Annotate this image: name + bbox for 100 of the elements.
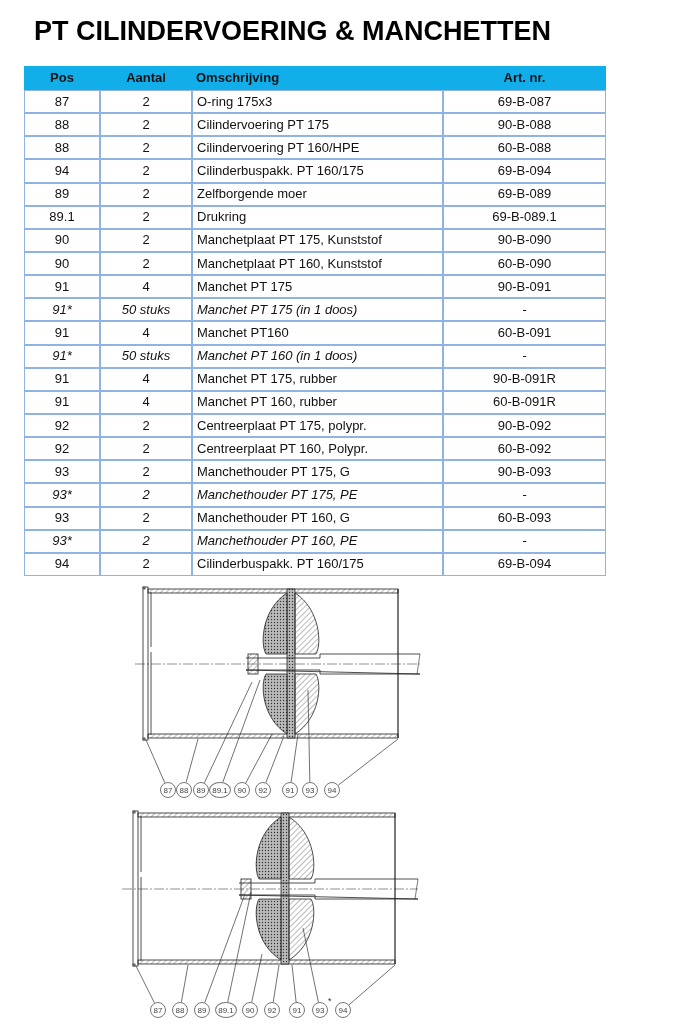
table-cell: Manchet PT 175, rubber <box>192 367 443 391</box>
table-cell: Zelfborgende moer <box>192 182 443 206</box>
leader-line <box>302 927 319 1003</box>
table-cell: 93 <box>24 506 100 530</box>
table-cell: 2 <box>100 182 192 206</box>
table-cell: 92 <box>24 437 100 461</box>
table-cell: 93 <box>24 460 100 484</box>
table-cell: 50 stuks <box>100 344 192 368</box>
table-cell: Manchethouder PT 160, G <box>192 506 443 530</box>
table-cell: 4 <box>100 367 192 391</box>
table-cell: 2 <box>100 136 192 160</box>
table-cell: 69-B-094 <box>443 552 606 576</box>
table-cell: 94 <box>24 159 100 183</box>
table-cell: Cilindervoering PT 160/HPE <box>192 136 443 160</box>
table-cell: Manchetplaat PT 175, Kunststof <box>192 228 443 252</box>
table-cell: 93* <box>24 529 100 553</box>
table-cell: - <box>443 529 606 553</box>
leader-line <box>222 679 261 783</box>
table-cell: Manchet PT 160 (in 1 doos) <box>192 344 443 368</box>
table-cell: 50 stuks <box>100 298 192 322</box>
table-cell: 2 <box>100 251 192 276</box>
table-cell: Cilindervoering PT 175 <box>192 113 443 137</box>
table-cell: 90-B-091R <box>443 367 606 391</box>
leader-line <box>337 738 399 786</box>
callout-number: 90 <box>242 1002 258 1018</box>
table-cell: 60-B-091R <box>443 390 606 414</box>
column-header: Aantal <box>100 66 192 90</box>
table-cell: 91 <box>24 321 100 345</box>
callout-number: 92 <box>255 782 271 798</box>
table-cell: 90-B-090 <box>443 228 606 252</box>
table-cell: Manchethouder PT 175, PE <box>192 483 443 507</box>
leader-line <box>204 681 253 784</box>
table-cell: 90-B-092 <box>443 413 606 438</box>
piston-cylinder-drawing <box>134 586 421 741</box>
leader-line <box>145 739 166 784</box>
leader-line <box>185 738 199 783</box>
leader-line <box>181 964 189 1003</box>
table-cell: Centreerplaat PT 175, polypr. <box>192 413 443 438</box>
leader-line <box>251 953 263 1003</box>
table-cell: 91 <box>24 367 100 391</box>
table-cell: 2 <box>100 159 192 183</box>
table-cell: 91* <box>24 298 100 322</box>
table-cell: 2 <box>100 460 192 484</box>
leader-line <box>272 964 280 1003</box>
leader-line <box>307 689 311 783</box>
table-cell: 2 <box>100 113 192 137</box>
callout-number: 93 <box>312 1002 328 1018</box>
callout-number: 90 <box>234 782 250 798</box>
leader-line <box>290 733 299 783</box>
table-cell: - <box>443 344 606 368</box>
callout-number: 87 <box>160 782 176 798</box>
table-cell: - <box>443 298 606 322</box>
table-cell: O-ring 175x3 <box>192 90 443 114</box>
footnote-mark: * <box>328 996 332 1006</box>
callout-number: 89.1 <box>209 782 231 798</box>
table-cell: 4 <box>100 321 192 345</box>
table-cell: Manchethouder PT 160, PE <box>192 529 443 553</box>
table-cell: Manchet PT 175 <box>192 275 443 299</box>
table-cell: Cilinderbuspakk. PT 160/175 <box>192 552 443 576</box>
table-cell: 91 <box>24 390 100 414</box>
piston-cylinder-drawing <box>121 810 419 967</box>
leader-line <box>348 964 396 1006</box>
table-cell: 94 <box>24 552 100 576</box>
table-cell: 2 <box>100 552 192 576</box>
table-cell: 2 <box>100 90 192 114</box>
table-cell: 4 <box>100 275 192 299</box>
table-cell: 89.1 <box>24 205 100 229</box>
column-header: Art. nr. <box>443 66 606 90</box>
table-cell: 90-B-091 <box>443 275 606 299</box>
leader-line <box>227 891 252 1003</box>
callout-number: 88 <box>176 782 192 798</box>
table-cell: 2 <box>100 205 192 229</box>
table-cell: 69-B-087 <box>443 90 606 114</box>
table-cell: Manchethouder PT 175, G <box>192 460 443 484</box>
callout-number: 94 <box>335 1002 351 1018</box>
table-cell: 91 <box>24 275 100 299</box>
table-cell: 2 <box>100 228 192 252</box>
table-cell: 60-B-093 <box>443 506 606 530</box>
callout-number: 91 <box>282 782 298 798</box>
callout-number: 89.1 <box>215 1002 237 1018</box>
table-cell: 90 <box>24 251 100 276</box>
table-cell: 90-B-093 <box>443 460 606 484</box>
table-cell: Centreerplaat PT 160, Polypr. <box>192 437 443 461</box>
table-cell: 93* <box>24 483 100 507</box>
leader-line <box>204 893 246 1003</box>
table-cell: 60-B-091 <box>443 321 606 345</box>
table-cell: 90-B-088 <box>443 113 606 137</box>
leader-line <box>245 733 273 784</box>
table-cell: Manchet PT 175 (in 1 doos) <box>192 298 443 322</box>
callout-number: 91 <box>289 1002 305 1018</box>
callout-number: 87 <box>150 1002 166 1018</box>
leader-line <box>265 735 285 783</box>
table-cell: 69-B-089 <box>443 182 606 206</box>
column-header: Pos <box>24 66 100 90</box>
callout-number: 88 <box>172 1002 188 1018</box>
table-cell: Drukring <box>192 205 443 229</box>
table-cell: 2 <box>100 529 192 553</box>
table-cell: 87 <box>24 90 100 114</box>
table-cell: 69-B-089.1 <box>443 205 606 229</box>
callout-number: 89 <box>193 782 209 798</box>
